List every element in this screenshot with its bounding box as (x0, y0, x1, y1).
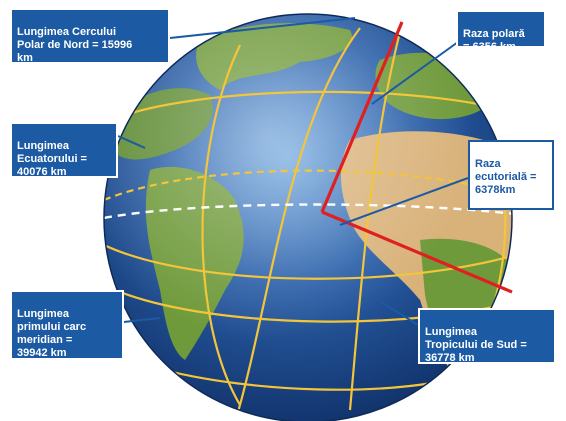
polar-circle-label: Lungimea Cercului Polar de Nord = 15996 … (10, 8, 170, 64)
meridian-text: Lungimea primului carc meridian = 39942 … (17, 308, 87, 359)
leader-lines (117, 17, 469, 326)
equatorial-radius-label: Raza ecutorială = 6378km (468, 140, 554, 210)
equator-label: Lungimea Ecuatorului = 40076 km (10, 122, 118, 178)
polar-radius-label: Raza polară = 6356 km (456, 10, 546, 53)
polar-radius-line (320, 21, 404, 213)
equator-text: Lungimea Ecuatorului = 40076 km (17, 140, 87, 178)
equator-line (104, 203, 512, 220)
meridian-label: Lungimea primului carc meridian = 39942 … (10, 290, 124, 360)
equatorial-radius-line (321, 210, 513, 294)
polar-circle-text: Lungimea Cercului Polar de Nord = 15996 … (17, 26, 133, 64)
equatorial-radius-text: Raza ecutorială = 6378km (475, 158, 537, 196)
tropic-text: Lungimea Tropicului de Sud = 36778 km (425, 326, 527, 364)
tropic-label: Lungimea Tropicului de Sud = 36778 km (418, 308, 556, 364)
polar-radius-text: Raza polară = 6356 km (463, 28, 525, 53)
